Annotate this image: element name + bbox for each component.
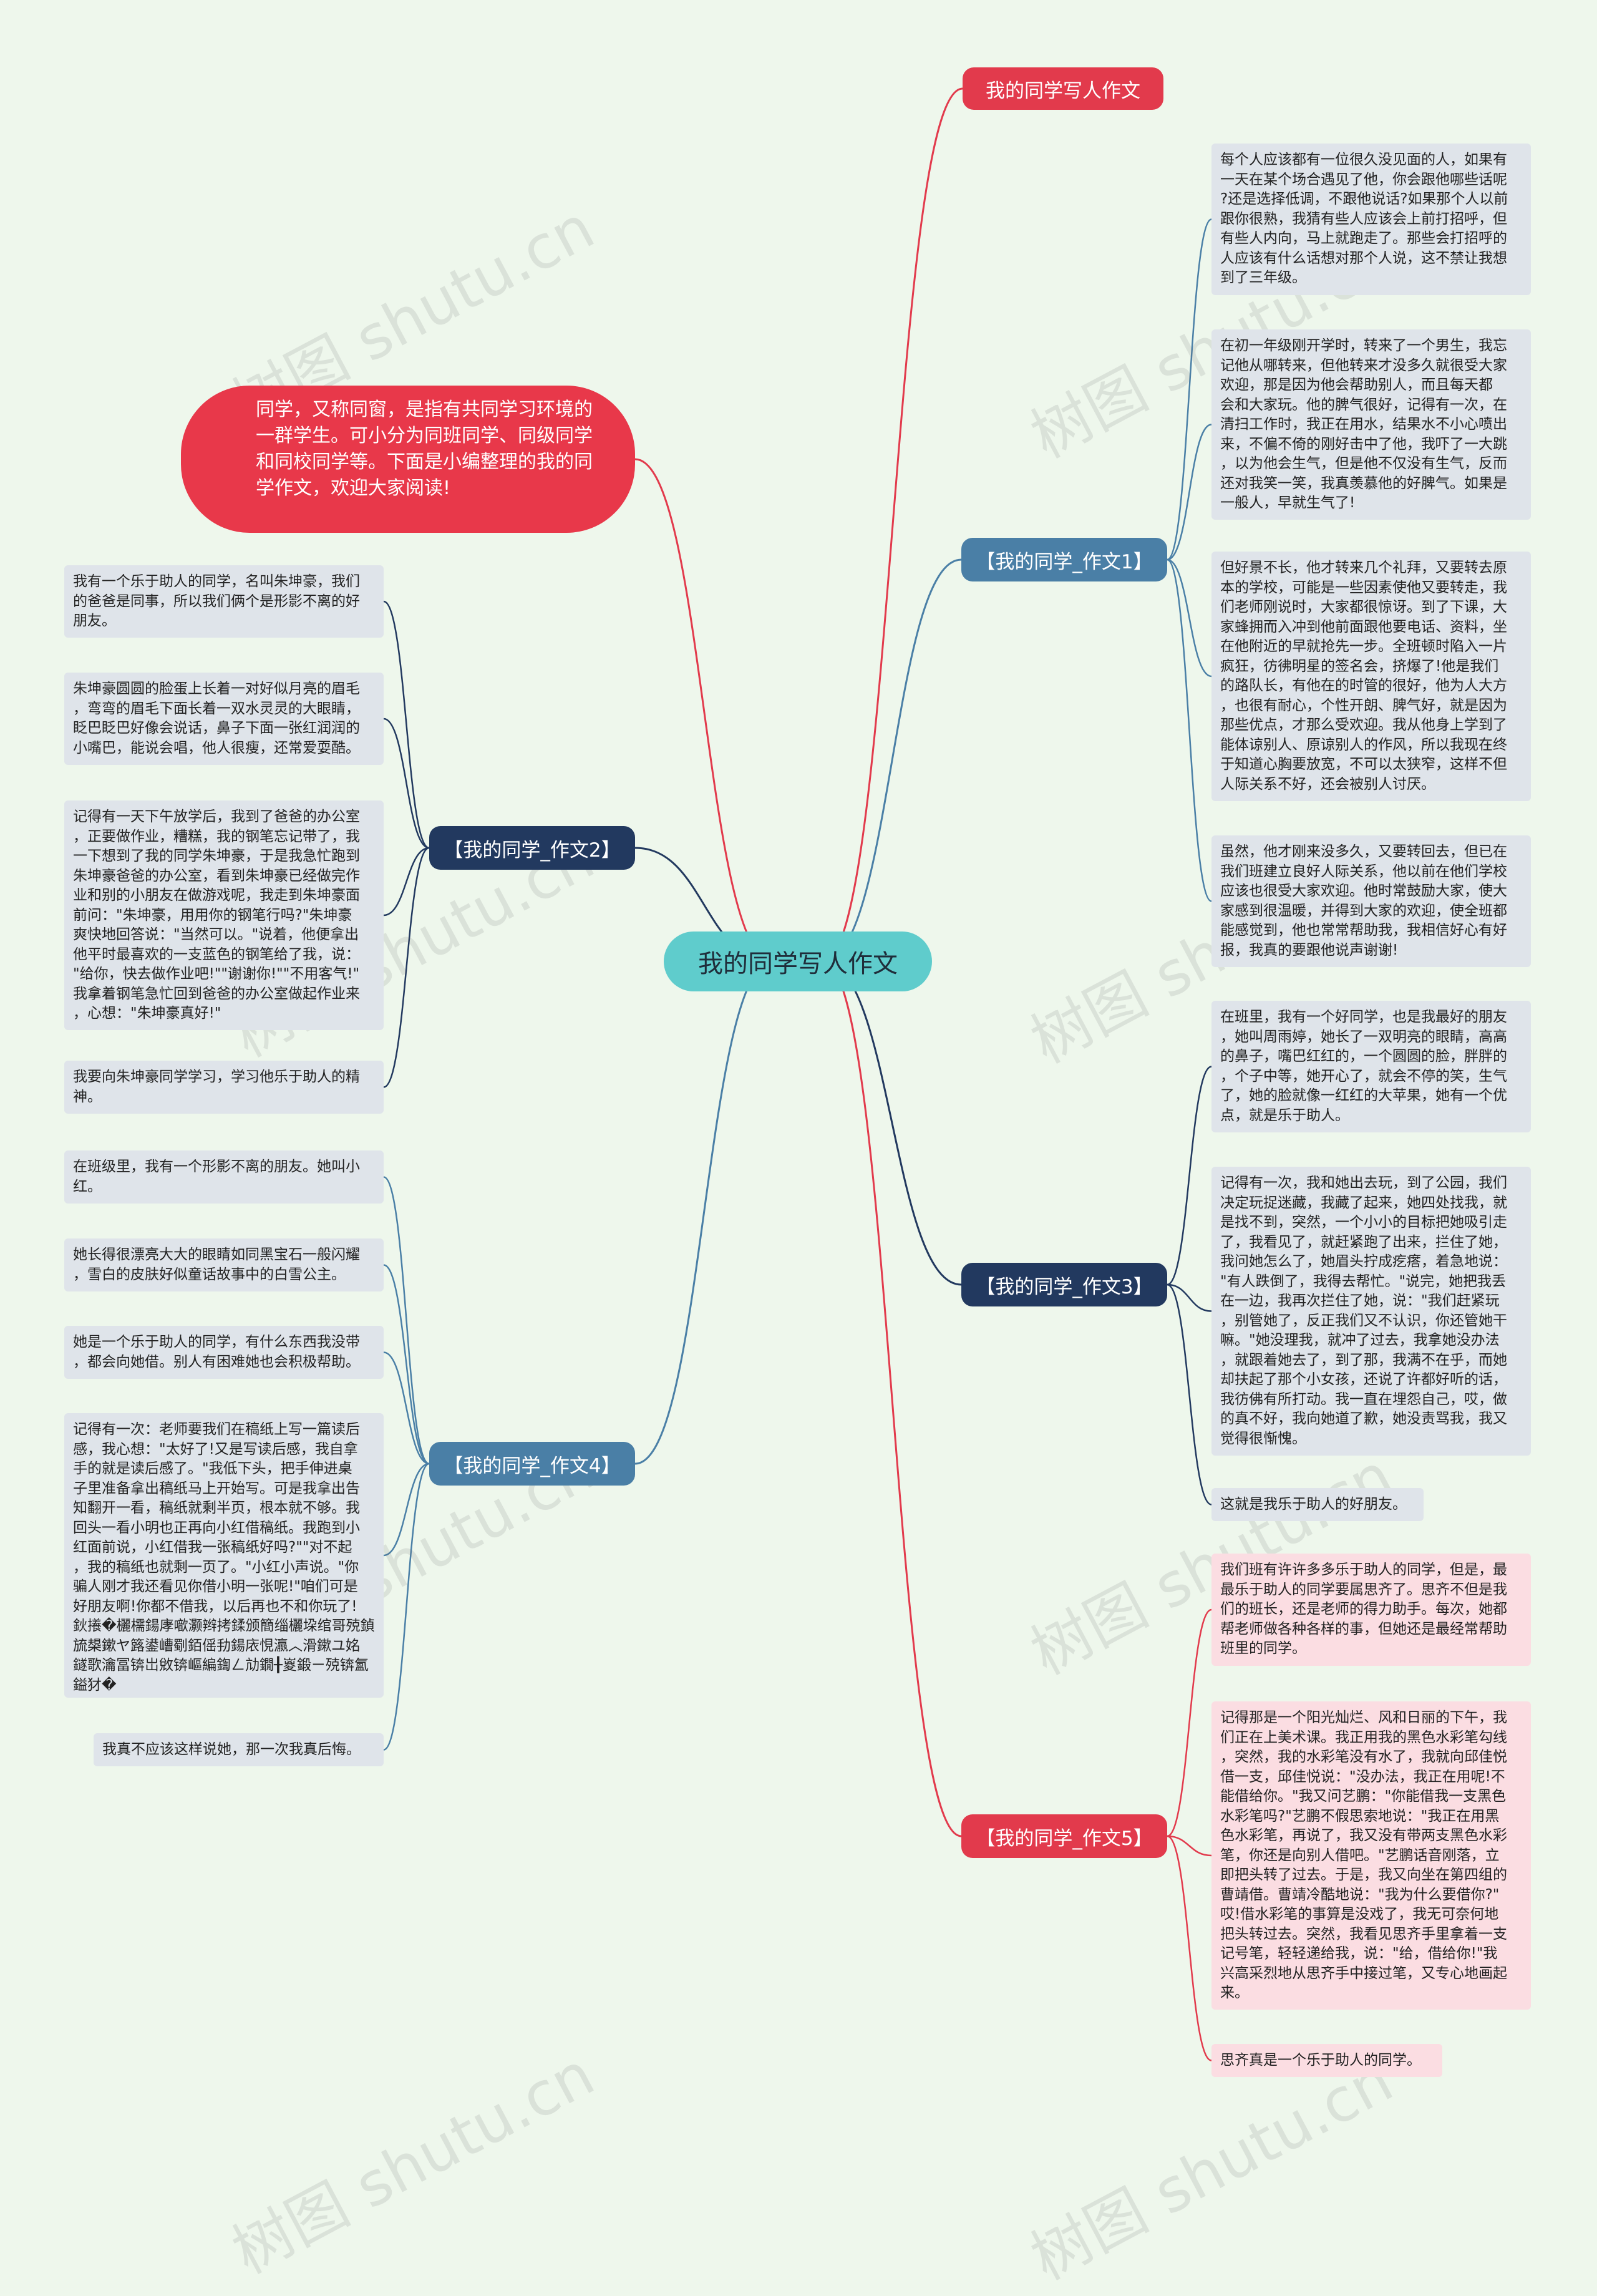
branch-essay-3[interactable]: 【我的同学_作文3】 (961, 1263, 1167, 1306)
essay-2-paragraph: 我要向朱坤豪同学学习，学习他乐于助人的精 神。 (64, 1061, 384, 1114)
connector (634, 458, 774, 963)
essay-3-paragraph: 这就是我乐于助人的好朋友。 (1211, 1488, 1424, 1521)
connector (634, 960, 774, 1465)
central-topic[interactable]: 我的同学写人作文 (664, 932, 932, 991)
essay-1-paragraph: 每个人应该都有一位很久没见面的人，如果有 一天在某个场合遇见了他，你会跟他哪些话… (1211, 144, 1531, 295)
essay-2-paragraph: 朱坤豪圆圆的脸蛋上长着一对好似月亮的眉毛 ，弯弯的眉毛下面长着一双水灵灵的大眼睛… (64, 673, 384, 765)
essay-1-paragraph: 在初一年级刚开学时，转来了一个男生，我忘 记他从哪转来，但他转来才没多久就很受大… (1211, 329, 1531, 520)
connector (1167, 1835, 1212, 2061)
connector (1167, 1066, 1212, 1286)
connector (822, 960, 962, 1837)
connector (383, 1176, 430, 1465)
branch-essay-1[interactable]: 【我的同学_作文1】 (961, 538, 1167, 581)
essay-5-paragraph: 思齐真是一个乐于助人的同学。 (1211, 2044, 1442, 2077)
branch-essay-5[interactable]: 【我的同学_作文5】 (961, 1814, 1167, 1858)
connector (1167, 1608, 1212, 1837)
essay-4-paragraph: 她是一个乐于助人的同学，有什么东西我没带 ，都会向她借。别人有困难她也会积极帮助… (64, 1326, 384, 1379)
essay-3-paragraph: 在班里，我有一个好同学，也是我最好的朋友 ，她叫周雨婷，她长了一双明亮的眼睛，高… (1211, 1001, 1531, 1132)
connector (1167, 558, 1212, 902)
connector (383, 1462, 430, 1557)
essay-1-paragraph: 但好景不长，他才转来几个礼拜，又要转去原 本的学校，可能是一些因素使他又要转走，… (1211, 552, 1531, 801)
essay-4-paragraph: 在班级里，我有一个形影不离的朋友。她叫小 红。 (64, 1150, 384, 1204)
connector (822, 87, 963, 963)
essay-4-paragraph: 我真不应该这样说她，那一次我真后悔。 (94, 1733, 384, 1766)
connector (383, 847, 430, 1088)
intro-bubble[interactable]: 同学，又称同窗，是指有共同学习环境的一群学生。可小分为同班同学、同级同学和同校同… (181, 386, 635, 533)
connector (1167, 558, 1212, 678)
connector (383, 1264, 430, 1465)
essay-2-paragraph: 我有一个乐于助人的同学，名叫朱坤豪，我们 的爸爸是同事，所以我们俩个是形影不离的… (64, 565, 384, 638)
essay-4-paragraph: 记得有一次：老师要我们在稿纸上写一篇读后 感，我心想："太好了!又是写读后感，我… (64, 1413, 384, 1698)
connector (1167, 1835, 1212, 1857)
essay-3-paragraph: 记得有一次，我和她出去玩，到了公园，我们 决定玩捉迷藏，我藏了起来，她四处找我，… (1211, 1167, 1531, 1456)
connector (822, 558, 962, 963)
connector (383, 847, 430, 917)
branch-essay-4[interactable]: 【我的同学_作文4】 (429, 1442, 635, 1486)
connector (1167, 424, 1212, 561)
connector (383, 1351, 430, 1465)
connector (383, 600, 430, 849)
connector (383, 718, 430, 849)
connector (822, 960, 962, 1286)
essay-5-paragraph: 记得那是一个阳光灿烂、风和日丽的下午，我 们正在上美术课。我正用我的黑色水彩笔勾… (1211, 1701, 1531, 2010)
essay-4-paragraph: 她长得很漂亮大大的眼睛如同黑宝石一般闪耀 ，雪白的皮肤好似童话故事中的白雪公主。 (64, 1238, 384, 1292)
connector (1167, 1283, 1212, 1506)
branch-essay-2[interactable]: 【我的同学_作文2】 (429, 826, 635, 870)
essay-2-paragraph: 记得有一天下午放学后，我到了爸爸的办公室 ，正要做作业，糟糕，我的钢笔忘记带了，… (64, 800, 384, 1030)
essay-5-paragraph: 我们班有许许多多乐于助人的同学，但是，最 最乐于助人的同学要属思齐了。思齐不但是… (1211, 1554, 1531, 1666)
branch-title[interactable]: 我的同学写人作文 (963, 67, 1163, 110)
connector (1167, 218, 1212, 561)
connector (383, 1462, 430, 1751)
essay-1-paragraph: 虽然，他才刚来没多久，又要转回去，但已在 我们班建立良好人际关系，他以前在他们学… (1211, 835, 1531, 967)
connector (1167, 1283, 1212, 1312)
